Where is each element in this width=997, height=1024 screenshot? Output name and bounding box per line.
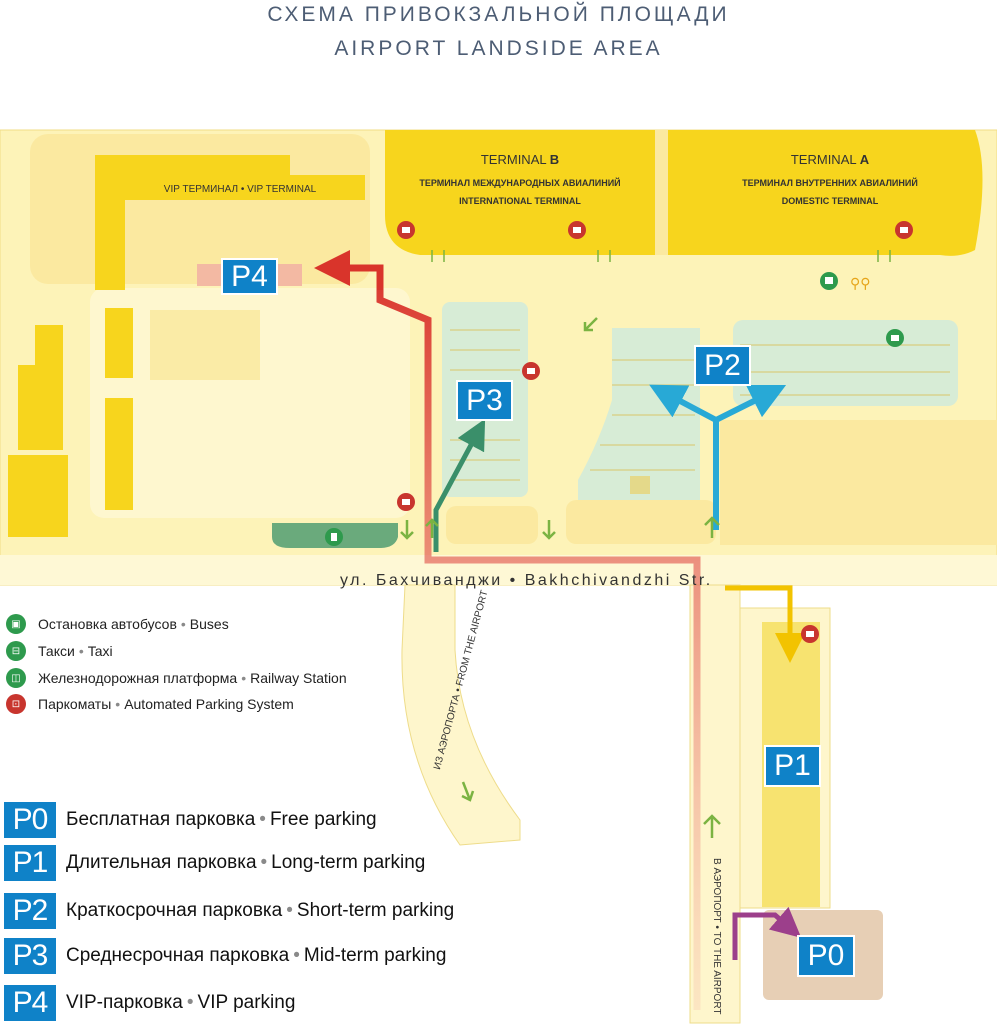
direction-arrow [461, 781, 475, 802]
legend-railway: ◫ Железнодорожная платформа•Railway Stat… [6, 668, 347, 688]
p3-map-label[interactable]: P3 [456, 380, 513, 421]
legend-parking-meters: ⊡ Паркоматы•Automated Parking System [6, 694, 294, 714]
lot [566, 500, 716, 544]
building [8, 455, 68, 537]
kiosk [630, 476, 650, 494]
legend-buses: ▣ Остановка автобусов•Buses [6, 614, 229, 634]
train-icon: ◫ [6, 668, 26, 688]
vip-terminal-label: VIP ТЕРМИНАЛ • VIP TERMINAL [163, 184, 317, 195]
p1-badge: P1 [4, 845, 56, 881]
terminal-b-building [385, 130, 655, 255]
building [105, 398, 133, 510]
terminal-a-title: TERMINAL A [790, 152, 870, 167]
legend-taxi: ⊟ Такси•Taxi [6, 641, 113, 661]
east-area [720, 420, 997, 545]
bus-icon: ▣ [6, 614, 26, 634]
route-to-p2-east [714, 384, 787, 423]
terminal-b-ru: ТЕРМИНАЛ МЕЖДУНАРОДНЫХ АВИАЛИНИЙ [419, 178, 621, 188]
p2-lot [578, 328, 700, 500]
terminal-gap [655, 130, 668, 255]
p1-map-label[interactable]: P1 [764, 745, 821, 787]
route-to-p1 [725, 585, 805, 663]
p2-badge: P2 [4, 893, 56, 929]
terminal-a-ru: ТЕРМИНАЛ ВНУТРЕННИХ АВИАЛИНИЙ [742, 178, 918, 188]
direction-arrow [704, 516, 720, 538]
terminal-b-en: INTERNATIONAL TERMINAL [459, 196, 581, 206]
restroom-icon: ⚲⚲ [850, 276, 871, 292]
p4-badge: P4 [4, 985, 56, 1021]
exit-icon [877, 250, 891, 262]
route-to-p4 [314, 250, 383, 290]
route-to-p0 [732, 906, 802, 960]
map-title-en: AIRPORT LANDSIDE AREA [334, 37, 663, 60]
legend-p3: P3 Среднесрочная парковка•Mid-term parki… [4, 938, 446, 974]
legend-p0: P0 Бесплатная парковка•Free parking [4, 802, 377, 838]
legend-p2: P2 Краткосрочная парковка•Short-term par… [4, 893, 454, 929]
street-name: ул. Бахчиванджи • Bakhchivandzhi Str. [340, 572, 713, 589]
direction-arrow [583, 317, 598, 332]
hatched-area [150, 310, 260, 380]
direction-arrow [400, 520, 414, 540]
terminal-a-en: DOMESTIC TERMINAL [781, 196, 879, 206]
p0-map-label[interactable]: P0 [797, 935, 855, 977]
vip-terminal-building [95, 155, 365, 290]
building [18, 365, 48, 450]
lot [446, 506, 538, 544]
terminal-b-title: TERMINAL B [480, 152, 560, 167]
terminal-a-building [668, 130, 983, 256]
exit-icon [431, 250, 445, 262]
legend-p4: P4 VIP-парковка•VIP parking [4, 985, 295, 1021]
legend-p1: P1 Длительная парковка•Long-term parking [4, 845, 425, 881]
p3-badge: P3 [4, 938, 56, 974]
to-airport-label: В АЭРОПОРТ • TO THE AIRPORT [711, 858, 722, 1015]
direction-arrow [542, 520, 556, 540]
taxi-icon: ⊟ [6, 641, 26, 661]
p4-map-label[interactable]: P4 [221, 258, 278, 295]
direction-arrow [425, 518, 439, 538]
p0-badge: P0 [4, 802, 56, 838]
p2-map-label[interactable]: P2 [694, 345, 751, 386]
parking-meter-icon: ⊡ [6, 694, 26, 714]
building [105, 308, 133, 378]
route-to-p3 [433, 418, 486, 552]
exit-icon [597, 250, 611, 262]
map-title-ru: СХЕМА ПРИВОКЗАЛЬНОЙ ПЛОЩАДИ [267, 3, 730, 26]
direction-arrow [703, 814, 721, 838]
from-airport-road [401, 584, 521, 846]
